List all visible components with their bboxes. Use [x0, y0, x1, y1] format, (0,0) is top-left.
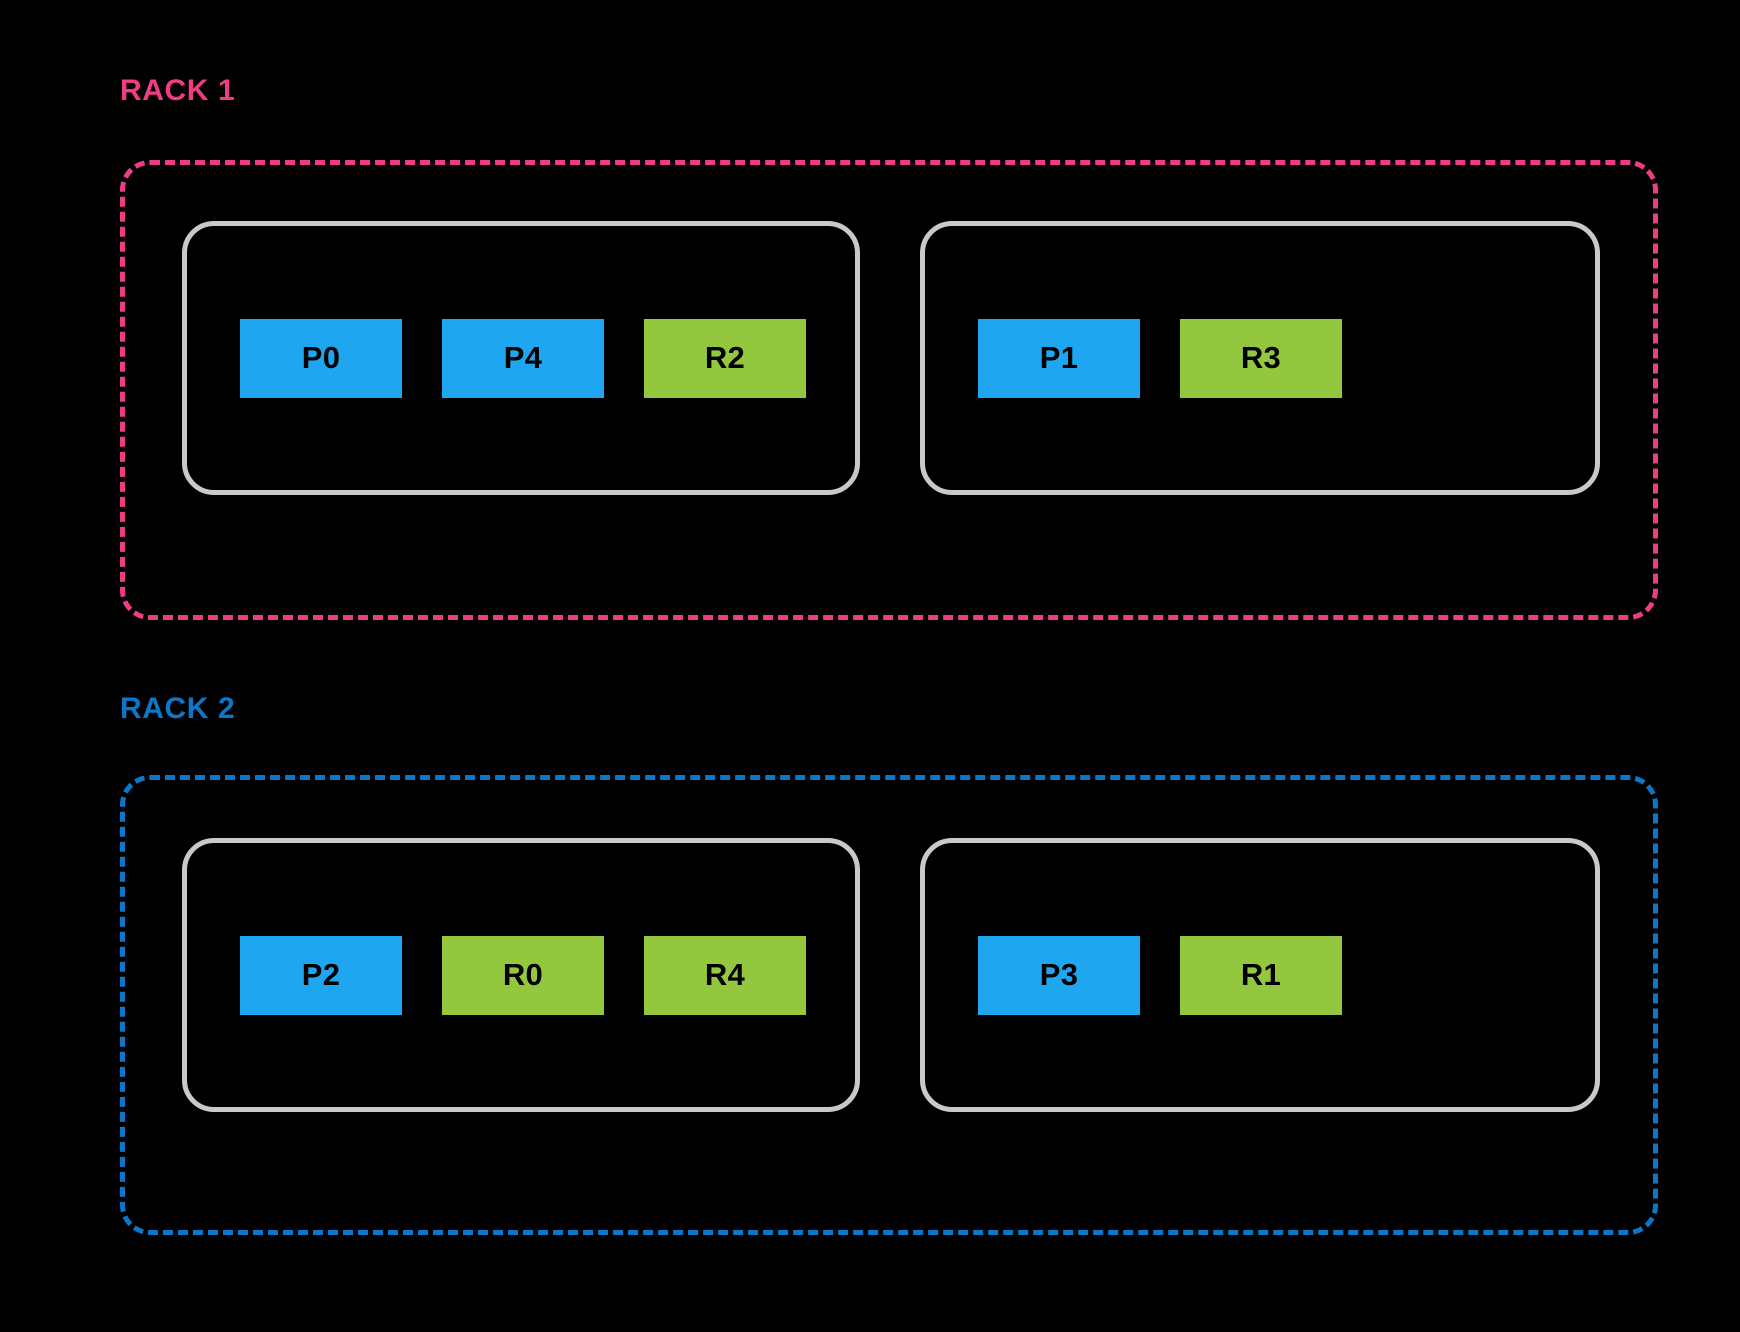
replica-chip-R1[interactable]: R1: [1180, 935, 1342, 1015]
partition-chip-P2[interactable]: P2: [240, 935, 402, 1015]
rack-boundary-2: [120, 775, 1658, 1235]
node-3: P2 R0 R4: [182, 838, 860, 1112]
chip-row: P2 R0 R4: [240, 935, 806, 1015]
replica-chip-R0[interactable]: R0: [442, 935, 604, 1015]
partition-chip-P0[interactable]: P0: [240, 318, 402, 398]
node-4: P3 R1: [920, 838, 1600, 1112]
chip-row: P0 P4 R2: [240, 318, 806, 398]
chip-row: P3 R1: [978, 935, 1342, 1015]
node-1: P0 P4 R2: [182, 221, 860, 495]
replica-chip-R3[interactable]: R3: [1180, 318, 1342, 398]
replica-chip-R4[interactable]: R4: [644, 935, 806, 1015]
partition-chip-P1[interactable]: P1: [978, 318, 1140, 398]
rack-label-1: RACK 1: [120, 74, 236, 107]
rack-boundary-1: [120, 160, 1658, 620]
chip-row: P1 R3: [978, 318, 1342, 398]
replica-chip-R2[interactable]: R2: [644, 318, 806, 398]
partition-chip-P3[interactable]: P3: [978, 935, 1140, 1015]
partition-chip-P4[interactable]: P4: [442, 318, 604, 398]
rack-label-2: RACK 2: [120, 692, 236, 725]
node-2: P1 R3: [920, 221, 1600, 495]
